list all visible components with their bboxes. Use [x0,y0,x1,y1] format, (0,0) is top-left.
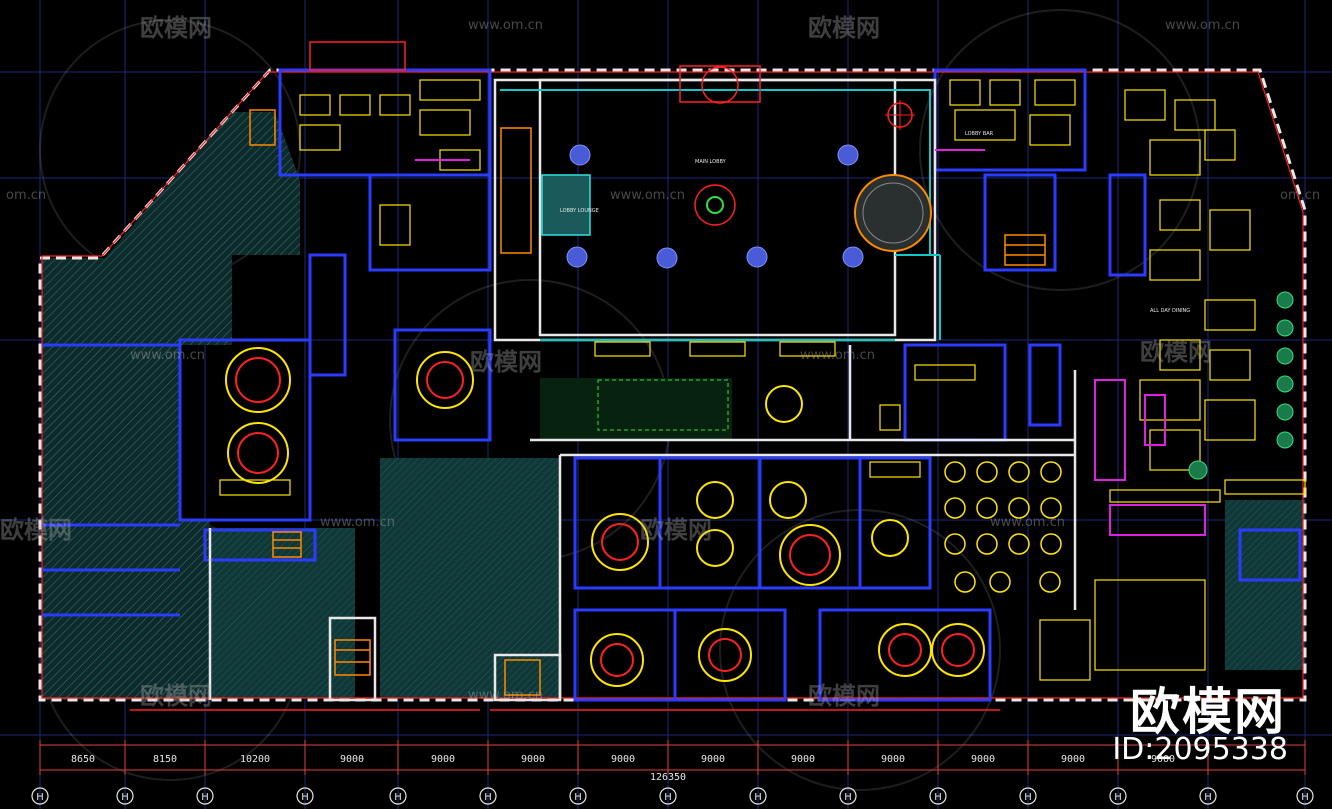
dim-segment-3: 10200 [240,754,270,765]
watermark-brand-3: 欧模网 [470,348,542,376]
watermark-brand-8: 欧模网 [808,682,880,710]
building-outline [38,68,1307,702]
watermark-brand-2: 欧模网 [808,14,880,42]
watermark-brand-4: 欧模网 [1140,338,1212,366]
red-accents [130,41,1000,711]
watermark-url-2: www.om.cn [1165,18,1240,33]
watermark-url-7: www.om.cn [990,515,1065,530]
axis-marker-12: H [1024,792,1032,803]
lobby-frame-cyan [500,89,941,341]
axis-marker-6: H [484,792,492,803]
watermark-url-3: www.om.cn [610,188,685,203]
watermark-url-8: www.om.cn [468,688,543,703]
small-tables-grid [944,461,1062,593]
model-id-label: ID:2095338 [1112,732,1288,767]
watermark-url-short-2: om.cn [1280,188,1321,203]
round-dining-tables [225,347,985,687]
dim-segment-12: 9000 [1061,754,1085,765]
brand-logo-text: 欧模网 [1130,683,1286,741]
axis-marker-7: H [574,792,582,803]
dim-segment-7: 9000 [611,754,635,765]
axis-marker-4: H [301,792,309,803]
magenta-accents [415,149,1206,536]
axis-marker-1: H [36,792,44,803]
axis-marker-10: H [844,792,852,803]
axis-marker-3: H [201,792,209,803]
axis-marker-5: H [394,792,402,803]
label-main-lobby: MAIN LOBBY [695,159,727,165]
watermark-url-1: www.om.cn [468,18,543,33]
axis-marker-11: H [934,792,942,803]
label-lobby-lounge: LOBBY LOUNGE [560,208,599,214]
lobby-features [500,100,932,254]
dim-segment-2: 8150 [153,754,177,765]
dim-total: 126350 [650,772,686,783]
dim-segment-11: 9000 [971,754,995,765]
axis-marker-2: H [121,792,129,803]
dimension-labels: 8650 8150 10200 9000 9000 9000 9000 9000… [71,754,1175,783]
dim-segment-1: 8650 [71,754,95,765]
label-lobby-bar: LOBBY BAR [965,131,994,137]
green-planters [597,291,1294,480]
axis-marker-8: H [664,792,672,803]
watermark-url-6: www.om.cn [320,515,395,530]
watermark-brand-6: 欧模网 [640,516,712,544]
axis-marker-14: H [1204,792,1212,803]
watermark-url-5: www.om.cn [800,348,875,363]
axis-marker-13: H [1114,792,1122,803]
watermark-url-short-1: om.cn [6,188,47,203]
dim-segment-6: 9000 [521,754,545,765]
stairs [249,109,1046,696]
dimension-line [39,740,1306,775]
watermark-url-4: www.om.cn [130,348,205,363]
watermark-brand-5: 欧模网 [0,516,72,544]
axis-markers: H H H H H H H H H H H H H H H [31,787,1314,805]
axis-marker-9: H [754,792,762,803]
dim-segment-10: 9000 [881,754,905,765]
dim-segment-5: 9000 [431,754,455,765]
dim-segment-8: 9000 [701,754,725,765]
interior-walls-blue [42,68,1302,702]
dim-segment-4: 9000 [340,754,364,765]
watermark-brand-1: 欧模网 [140,14,212,42]
watermark-brand-7: 欧模网 [140,682,212,710]
dim-segment-9: 9000 [791,754,815,765]
lobby-columns [566,144,864,269]
room-labels: MAIN LOBBY LOBBY BAR LOBBY LOUNGE ALL DA… [560,131,1190,314]
label-all-day-dining: ALL DAY DINING [1150,308,1190,314]
dim-segment-13: 9000 [1151,754,1175,765]
axis-marker-15: H [1301,792,1309,803]
